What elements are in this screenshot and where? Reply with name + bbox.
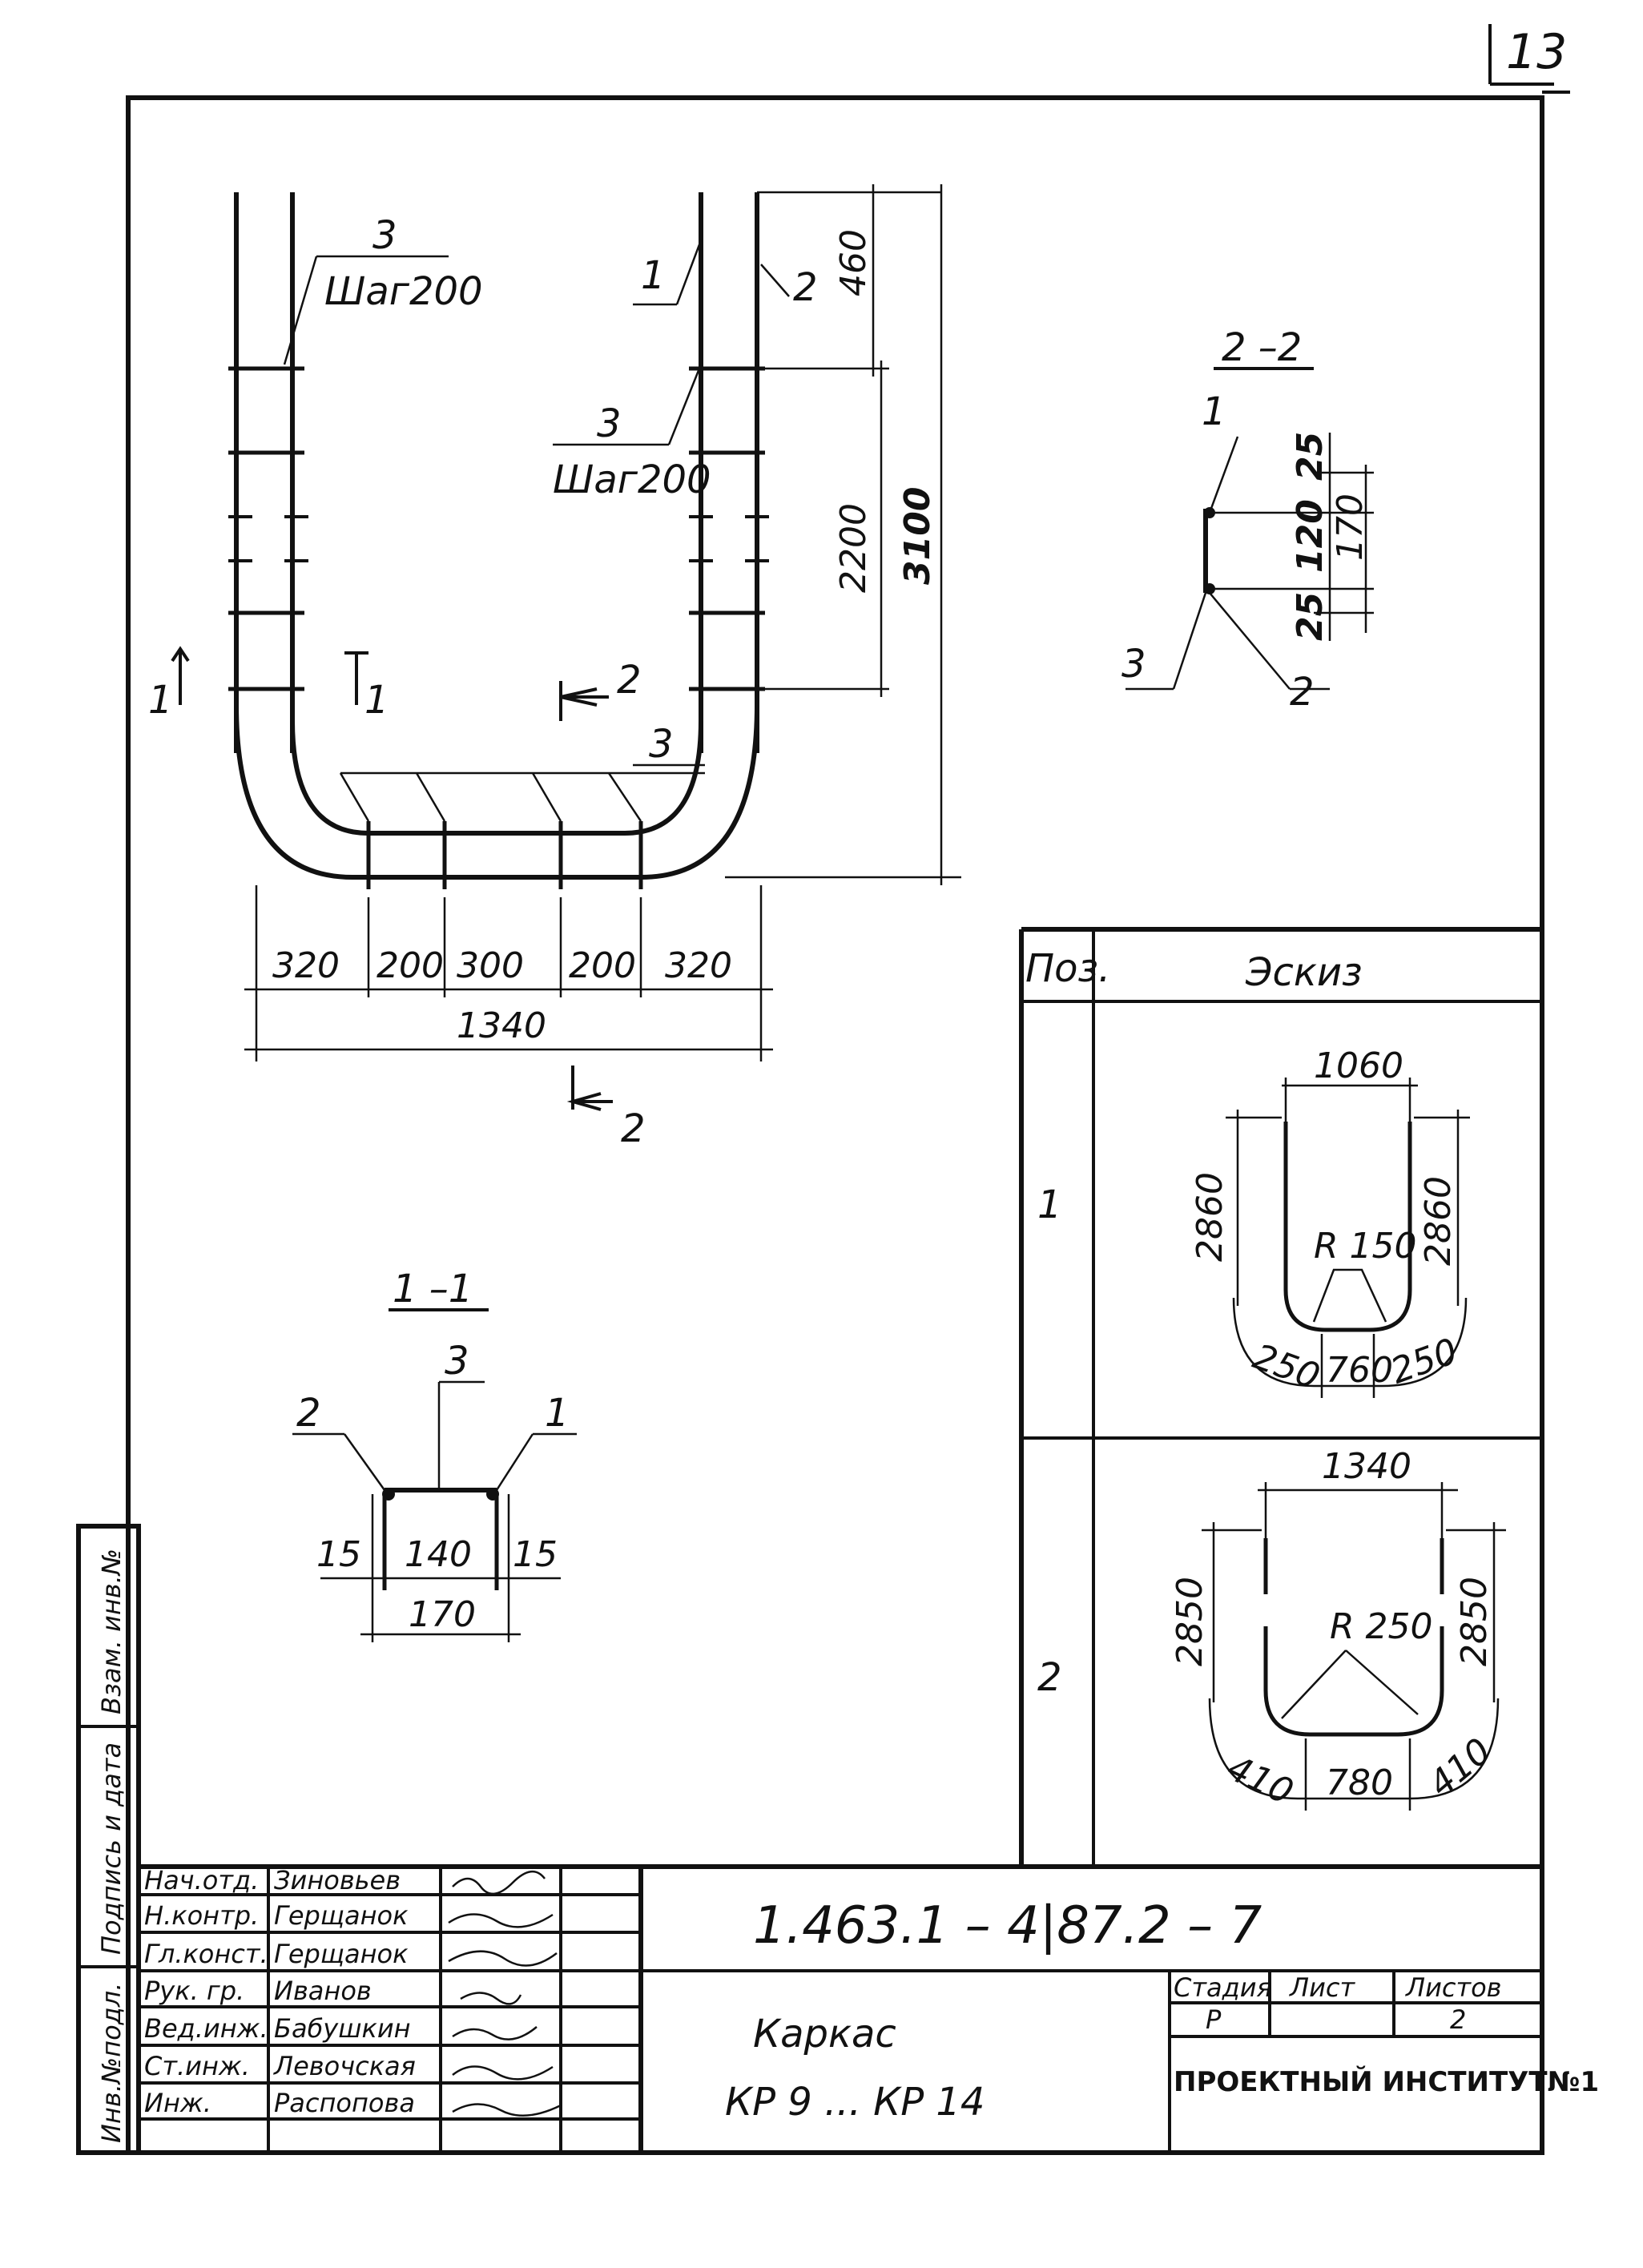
sketch-table: Поз. Эскиз 1 1060 2860 2860 R 150 250 76… bbox=[1019, 927, 1542, 1867]
section-2-2-title: 2 –2 bbox=[1222, 325, 1302, 370]
section-mark-2-bottom: 2 bbox=[621, 1106, 646, 1151]
tb-sheets-label: Листов bbox=[1405, 1972, 1502, 2003]
s11-dim-left: 15 bbox=[316, 1534, 361, 1575]
callout-pos3-right-step: Шаг200 bbox=[553, 457, 711, 502]
stamp-inv-podl: Инв.№подл. bbox=[96, 1983, 127, 2143]
s11-dim-right: 15 bbox=[513, 1534, 558, 1575]
staff-role-5: Ст.инж. bbox=[144, 2051, 250, 2081]
s11-label-right: 1 bbox=[545, 1391, 570, 1436]
tb-stage-label: Стадия bbox=[1174, 1972, 1272, 2003]
sketch-row2-b-mid: 780 bbox=[1326, 1762, 1393, 1803]
tb-designation: 1.463.1 – 4|87.2 – 7 bbox=[753, 1896, 1262, 1956]
staff-name-0: Зиновьев bbox=[274, 1865, 401, 1895]
stamp-podpis: Подпись и дата bbox=[96, 1742, 127, 1955]
staff-name-5: Левочская bbox=[273, 2051, 416, 2081]
section-1-1: 1 –1 3 2 1 15 140 15 170 bbox=[292, 1267, 577, 1642]
sketch-row1-pos: 1 bbox=[1037, 1182, 1062, 1227]
sketch-row2-width: 1340 bbox=[1322, 1446, 1411, 1487]
sketch-row1-left-h: 2860 bbox=[1190, 1172, 1230, 1262]
sheet-number-box: 13 bbox=[1488, 24, 1567, 86]
s22-dim-mid: 120 bbox=[1290, 499, 1331, 573]
dim-top-460: 460 bbox=[833, 229, 874, 296]
sketch-row2-left-h: 2850 bbox=[1170, 1577, 1210, 1666]
sketch-row1-radius: R 150 bbox=[1314, 1226, 1417, 1267]
dim-middle-2200: 2200 bbox=[833, 503, 874, 593]
tb-title-line2: КР 9 ... КР 14 bbox=[725, 2080, 985, 2125]
s11-dim-total: 170 bbox=[409, 1594, 476, 1635]
stamp-vzam: Взам. инв.№ bbox=[96, 1549, 127, 1714]
sketch-row1-shape: 1060 2860 2860 R 150 250 760 250 bbox=[1190, 1045, 1470, 1398]
s11-dim-middle: 140 bbox=[405, 1534, 472, 1575]
tb-organization: ПРОЕКТНЫЙ ИНСТИТУТ№1 bbox=[1174, 2065, 1599, 2098]
sketch-row1-b-mid: 760 bbox=[1326, 1350, 1393, 1391]
staff-role-6: Инж. bbox=[144, 2088, 211, 2118]
tb-sheet-label: Лист bbox=[1289, 1972, 1355, 2003]
title-block: 1.463.1 – 4|87.2 – 7 Каркас КР 9 ... КР … bbox=[139, 1864, 1599, 2153]
sketch-row2-pos: 2 bbox=[1037, 1655, 1062, 1700]
s22-dim-top: 25 bbox=[1290, 432, 1331, 481]
staff-role-4: Вед.инж. bbox=[144, 2013, 268, 2044]
callout-pos2: 2 bbox=[793, 265, 818, 310]
sheet-number: 13 bbox=[1506, 24, 1567, 80]
sketch-header-pos: Поз. bbox=[1025, 946, 1110, 991]
s22-label-top: 1 bbox=[1202, 389, 1226, 434]
section-mark-1-left: 1 bbox=[148, 678, 173, 723]
dim-bottom-seg-4: 200 bbox=[569, 945, 636, 986]
sketch-row1-b-right: 250 bbox=[1386, 1331, 1463, 1392]
staff-role-2: Гл.конст. bbox=[144, 1939, 268, 1969]
dim-bottom-seg-3: 300 bbox=[457, 945, 524, 986]
tb-stage-value: Р bbox=[1206, 2004, 1222, 2035]
staff-role-0: Нач.отд. bbox=[144, 1865, 259, 1895]
staff-name-2: Герщанок bbox=[274, 1939, 409, 1969]
callout-pos3-left: 3 bbox=[372, 213, 397, 258]
dim-total-3100: 3100 bbox=[897, 487, 938, 585]
sketch-row1-b-left: 250 bbox=[1248, 1336, 1325, 1398]
staff-name-1: Герщанок bbox=[274, 1900, 409, 1931]
tb-sheets-value: 2 bbox=[1450, 2004, 1466, 2035]
sketch-header-sketch: Эскиз bbox=[1245, 950, 1363, 995]
callout-pos3-left-step: Шаг200 bbox=[324, 269, 483, 314]
s11-label-middle: 3 bbox=[445, 1339, 469, 1384]
staff-name-4: Бабушкин bbox=[274, 2013, 411, 2044]
sketch-row2-shape: 1340 2850 2850 R 250 410 780 410 bbox=[1170, 1446, 1506, 1813]
section-mark-2-top: 2 bbox=[617, 658, 642, 703]
s22-label-bottom-right: 2 bbox=[1290, 670, 1315, 715]
s22-dim-bot: 25 bbox=[1290, 592, 1331, 641]
callout-pos1: 1 bbox=[641, 253, 666, 298]
sketch-row2-b-left: 410 bbox=[1221, 1747, 1299, 1813]
section-mark-1-right: 1 bbox=[364, 678, 389, 723]
callout-pos3-right: 3 bbox=[597, 401, 622, 446]
staff-role-3: Рук. гр. bbox=[144, 1976, 244, 2006]
s11-label-left: 2 bbox=[296, 1391, 321, 1436]
callout-pos3-bottom: 3 bbox=[649, 722, 674, 767]
dim-bottom-seg-1: 320 bbox=[272, 945, 340, 986]
s22-label-bottom-left: 3 bbox=[1122, 642, 1146, 687]
section-2-2: 2 –2 25 120 25 170 1 3 2 bbox=[1122, 325, 1374, 715]
dim-bottom-seg-2: 200 bbox=[377, 945, 444, 986]
sketch-row2-radius: R 250 bbox=[1330, 1606, 1433, 1647]
signatures bbox=[448, 1871, 562, 2117]
sketch-row1-width: 1060 bbox=[1314, 1045, 1403, 1086]
dim-bottom-seg-5: 320 bbox=[665, 945, 732, 986]
tb-title-line1: Каркас bbox=[753, 2012, 896, 2057]
dim-bottom-total: 1340 bbox=[457, 1005, 546, 1046]
sketch-row2-right-h: 2850 bbox=[1454, 1577, 1495, 1666]
s22-dim-total: 170 bbox=[1330, 493, 1371, 561]
side-stamp: Инв.№подл. Подпись и дата Взам. инв.№ bbox=[76, 1524, 141, 2155]
sketch-row1-right-h: 2860 bbox=[1418, 1176, 1459, 1266]
sketch-row2-b-right: 410 bbox=[1421, 1730, 1499, 1805]
main-view: 3 Шаг200 3 Шаг200 1 2 3 1 1 2 2 bbox=[148, 184, 961, 1151]
staff-role-1: Н.контр. bbox=[144, 1900, 259, 1931]
staff-name-3: Иванов bbox=[274, 1976, 372, 2006]
drawing-frame bbox=[126, 95, 1544, 2155]
staff-name-6: Распопова bbox=[274, 2088, 415, 2118]
section-1-1-title: 1 –1 bbox=[393, 1267, 473, 1311]
